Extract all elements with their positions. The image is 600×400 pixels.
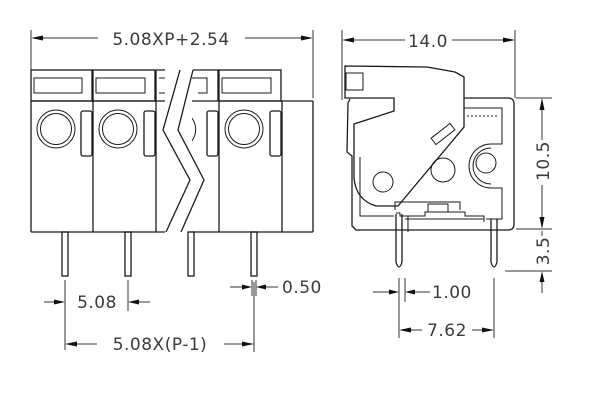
release-lever	[344, 65, 465, 207]
side-view: 14.0	[341, 30, 554, 341]
pin-width-label: 0.50	[282, 278, 322, 298]
pitch-label: 5.08	[77, 293, 117, 313]
pin-span-label: 5.08X(P-1)	[113, 335, 208, 355]
top-tabs	[30, 69, 282, 102]
pin-span-dimension: 5.08X(P-1)	[65, 282, 255, 355]
pin-spacing-label: 7.62	[427, 321, 467, 341]
overall-width-dimension: 5.08XP+2.54	[30, 30, 314, 98]
height-label: 10.5	[534, 141, 554, 181]
pin-length-label: 3.5	[534, 237, 554, 266]
wire-entries	[36, 109, 282, 157]
height-dimension: 10.5	[516, 97, 554, 230]
overall-width-label: 5.08XP+2.54	[112, 30, 229, 50]
side-housing	[346, 97, 515, 231]
front-view: 5.08XP+2.54	[30, 30, 322, 355]
depth-label: 14.0	[408, 32, 448, 52]
pin-thickness-dimension: 1.00	[373, 278, 472, 338]
contact-block	[394, 201, 485, 222]
pin-length-dimension: 3.5	[505, 231, 554, 293]
break-symbol	[162, 69, 205, 234]
pitch-dimension: 5.08	[44, 280, 150, 350]
front-body	[30, 100, 314, 233]
pin-width-dimension: 0.50	[230, 278, 322, 298]
pin-spacing-dimension: 7.62	[399, 278, 495, 341]
depth-dimension: 14.0	[341, 30, 516, 100]
side-pins	[395, 214, 498, 268]
pin-thickness-label: 1.00	[432, 283, 472, 303]
front-pins	[61, 231, 258, 277]
